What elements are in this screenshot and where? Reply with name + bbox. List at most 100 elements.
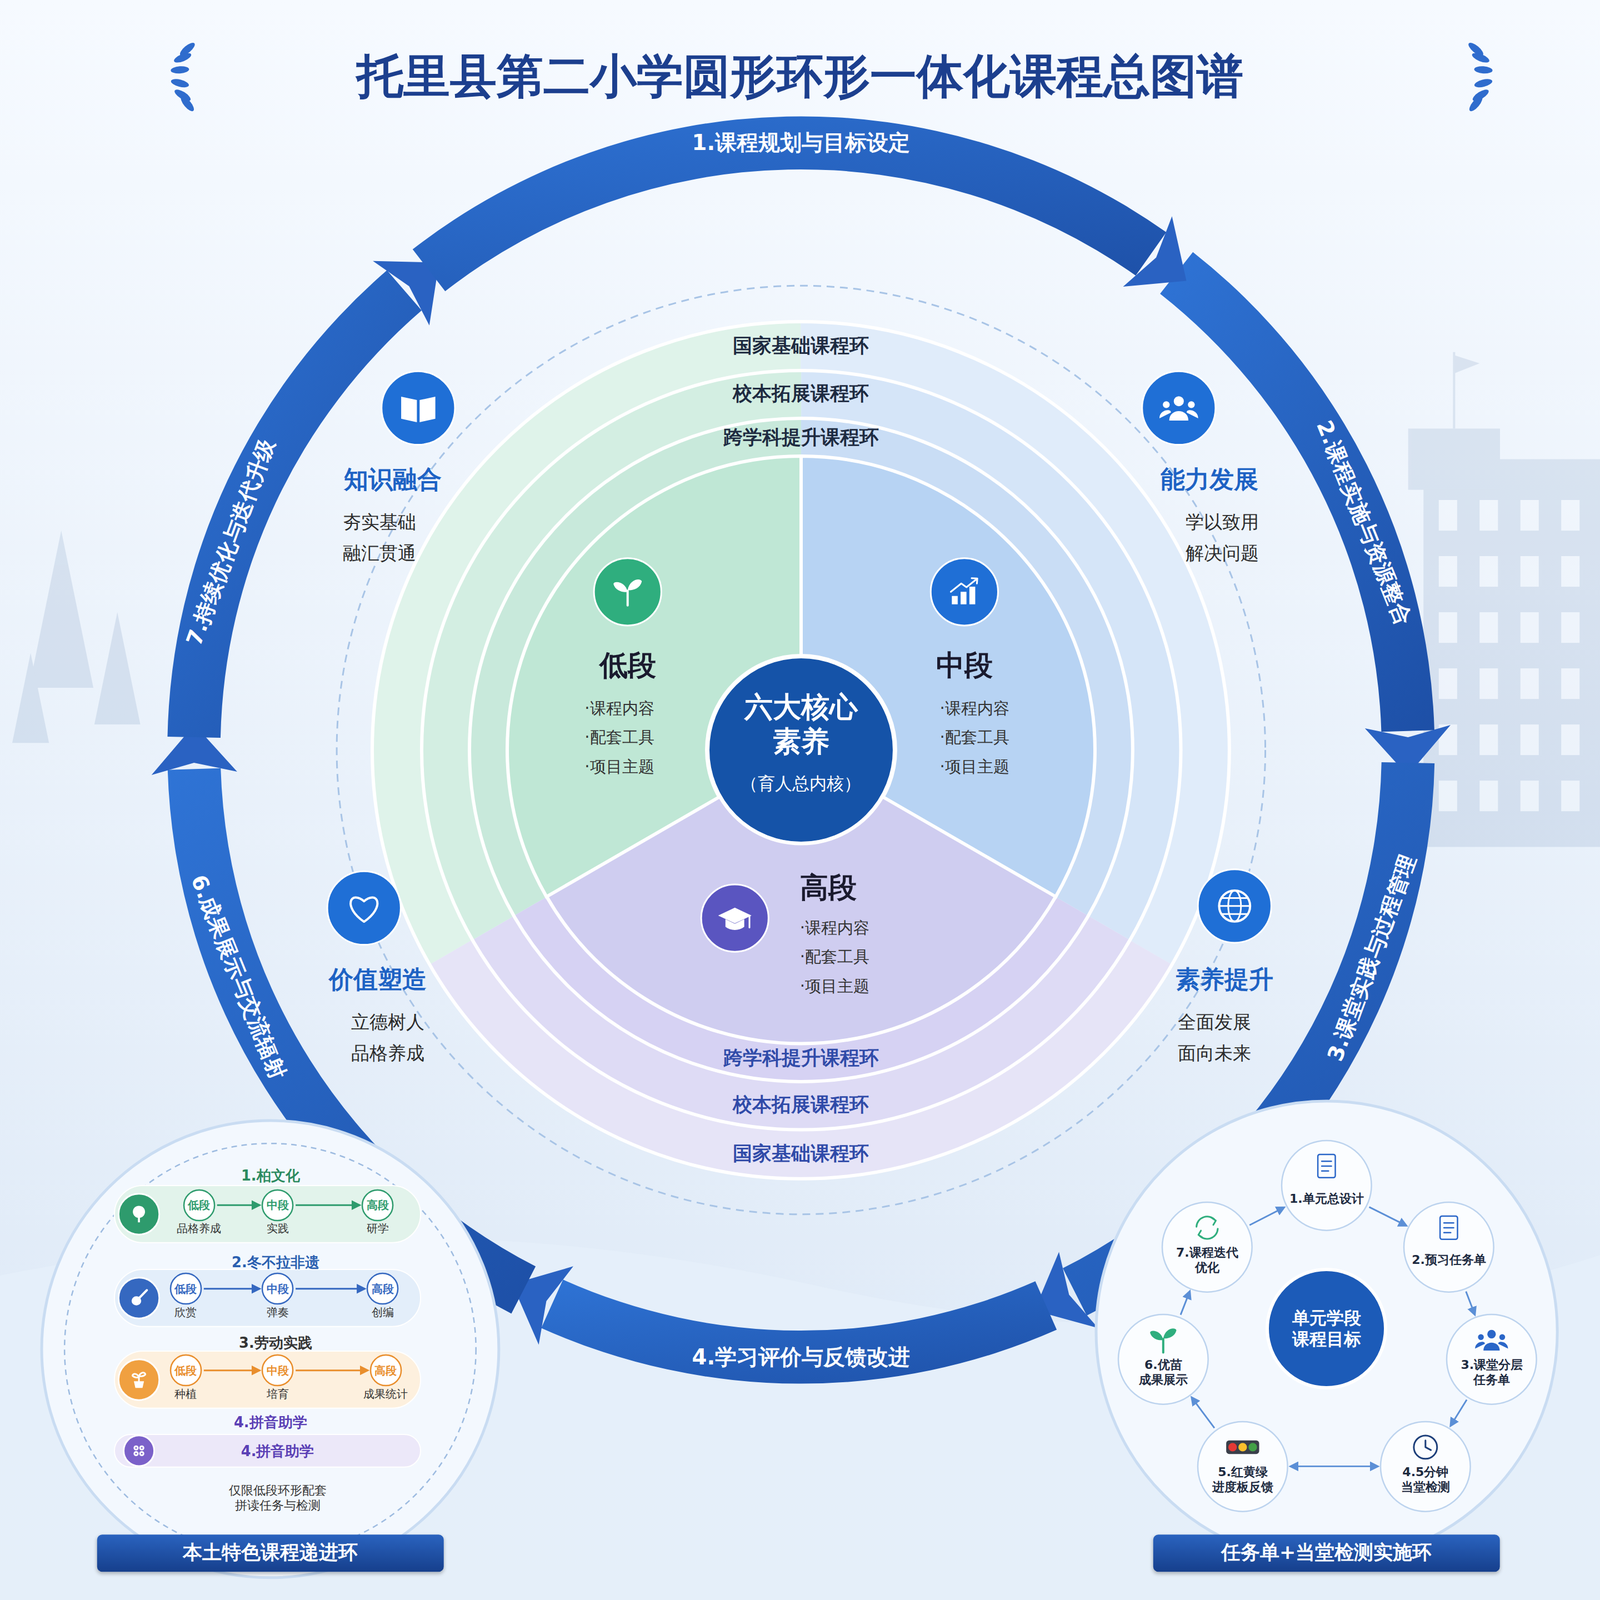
course-ring: 低段 ·课程内容 ·配套工具 ·项目主题 中段 ·课程内容 ·配套工具 ·项目主题 六大核心 素… [469, 418, 1133, 1082]
node-text: 高段 [800, 870, 857, 905]
flow-arrow [295, 1287, 365, 1290]
node-text: 国家基础课程环 [732, 1142, 869, 1166]
icon [593, 558, 662, 626]
icon [930, 558, 998, 626]
ring-segment [541, 1279, 1057, 1384]
course-row: 低段欣赏中段弹奏高段创编2.冬不拉非遗 [114, 1269, 421, 1327]
node-text: 低段 [187, 1198, 210, 1212]
stage-circle: 低段品格养成 [171, 1190, 227, 1243]
node-text: ·配套工具 [800, 947, 870, 967]
flow-arrow [217, 1204, 260, 1207]
icon [381, 371, 455, 445]
step-circle: 7.课程迭代 优化 [1162, 1202, 1253, 1293]
node-text: 2.预习任务单 [1411, 1252, 1487, 1268]
flow-arrow [1191, 1397, 1215, 1428]
node-text: ·课程内容 [584, 699, 654, 719]
node-text: ·项目主题 [939, 757, 1009, 778]
feature-box: 能力发展学以致用 解决问题 [1127, 367, 1292, 574]
node-text: 任务单+当堂检测实施环 [1152, 1534, 1500, 1573]
node-text: 实践 [266, 1221, 289, 1235]
flow-arrow [295, 1369, 368, 1372]
course-row: 低段种植中段培育高段成果统计3.劳动实践 [114, 1351, 421, 1409]
node-text: 4.拼音助学 [233, 1413, 308, 1432]
stage-circle: 中段弹奏 [250, 1273, 305, 1326]
node-text: 素养提升 [1175, 965, 1274, 995]
goal-circle: 单元学段 课程目标 [1267, 1269, 1386, 1388]
node-text: 1.单元总设计 [1289, 1191, 1364, 1207]
node-text: 欣赏 [174, 1305, 197, 1319]
ring-stage-label: 4.学习评价与反馈改进 [692, 1344, 910, 1370]
stage-circle: 低段种植 [158, 1355, 214, 1408]
node-text: 六大核心 素养 [736, 690, 865, 759]
node-text: ·项目主题 [800, 976, 870, 997]
node-outline [1281, 1140, 1372, 1231]
step-circle: 4.5分钟 当堂检测 [1380, 1421, 1471, 1512]
node-text: 4.5分钟 当堂检测 [1397, 1465, 1453, 1495]
node-text: 低段 [174, 1363, 197, 1378]
icon [118, 1193, 159, 1235]
flow-arrow [1368, 1207, 1407, 1226]
stage-circle: 高段创编 [355, 1273, 410, 1326]
laurel [170, 40, 197, 114]
node-text: 校本拓展课程环 [732, 1093, 869, 1117]
title: 托里县第二小学圆形环形一体化课程总图谱 [356, 48, 1244, 105]
stage-circle: 高段成果统计 [358, 1355, 414, 1408]
node-text: 3.劳动实践 [238, 1334, 313, 1352]
node-text: 高段 [371, 1282, 394, 1296]
node-text: 4.拼音助学 [241, 1442, 315, 1460]
icon [1317, 1154, 1335, 1178]
node-text: 低段 [599, 648, 657, 683]
stage-circle: 中段培育 [250, 1355, 305, 1408]
flow-arrow [1466, 1291, 1475, 1315]
ring-arrowhead [372, 261, 439, 326]
node-text: ·配套工具 [584, 727, 654, 748]
ring-arrowhead [1123, 216, 1187, 287]
node-text: 学以致用 解决问题 [1181, 506, 1264, 569]
node-text: 单元学段 课程目标 [1287, 1307, 1366, 1350]
step-circle: 3.课堂分层 任务单 [1446, 1314, 1537, 1405]
icon [118, 1359, 159, 1400]
course-ring: 低段 ·课程内容 ·配套工具 ·项目主题 中段 ·课程内容 ·配套工具 ·项目主题 六大核心 素… [372, 321, 1230, 1179]
node-text: 成果统计 [363, 1387, 408, 1401]
icon [1475, 1329, 1509, 1350]
feature-box: 知识融合夯实基础 融汇贯通 [311, 367, 475, 574]
icon [1413, 1435, 1438, 1459]
node-text: 3.课堂分层 任务单 [1456, 1357, 1527, 1388]
stage-circle: 中段实践 [250, 1190, 305, 1243]
node-text: 1.柏文化 [241, 1166, 300, 1184]
node-text: 校本拓展课程环 [732, 382, 869, 406]
node-text: 中段 [936, 648, 993, 683]
course-row: 低段品格养成中段实践高段研学1.柏文化 [114, 1185, 421, 1243]
stage-circle: 低段欣赏 [158, 1273, 214, 1326]
node-text: 中段 [266, 1363, 289, 1378]
task-cycle-circle: 单元学段 课程目标 1.单元总设计 2.预习任务单 3.课堂分层 任务单 4.5分钟 当… [1096, 1101, 1558, 1563]
node-text: 高段 [366, 1198, 389, 1212]
node-text: 种植 [174, 1387, 197, 1401]
node-text: 立德树人 品格养成 [346, 1006, 430, 1069]
node-text: 品格养成 [176, 1221, 222, 1235]
node-text: 全面发展 面向未来 [1172, 1006, 1256, 1069]
icon [1197, 869, 1272, 943]
node-text: 夯实基础 融汇贯通 [338, 506, 422, 569]
icon [327, 871, 402, 945]
node-text: 6.优苗 成果展示 [1135, 1357, 1191, 1388]
node-text: 中段 [266, 1198, 289, 1212]
ring-stage-label: 1.课程规划与目标设定 [692, 130, 910, 156]
stage-circle: 高段研学 [350, 1190, 405, 1243]
node-text: 跨学科提升课程环 [723, 1046, 879, 1070]
laurel [1466, 40, 1494, 114]
school-building [1408, 352, 1600, 848]
icon [1226, 1440, 1259, 1454]
node-text: ·项目主题 [584, 757, 654, 778]
dashed-guide [336, 285, 1265, 1214]
node-text: 中段 [266, 1282, 289, 1296]
stage-sector: 高段·课程内容·配套工具·项目主题 [546, 796, 1056, 1044]
node-text: 本土特色课程递进环 [96, 1534, 444, 1573]
flow-arrow [1450, 1399, 1467, 1426]
flow-arrow [1249, 1207, 1284, 1225]
icon [123, 1435, 154, 1467]
flow-arrow [203, 1287, 260, 1290]
node-text: ·课程内容 [939, 699, 1009, 719]
course-ring: 低段 ·课程内容 ·配套工具 ·项目主题 中段 ·课程内容 ·配套工具 ·项目主题 六大核心 素… [421, 370, 1182, 1130]
